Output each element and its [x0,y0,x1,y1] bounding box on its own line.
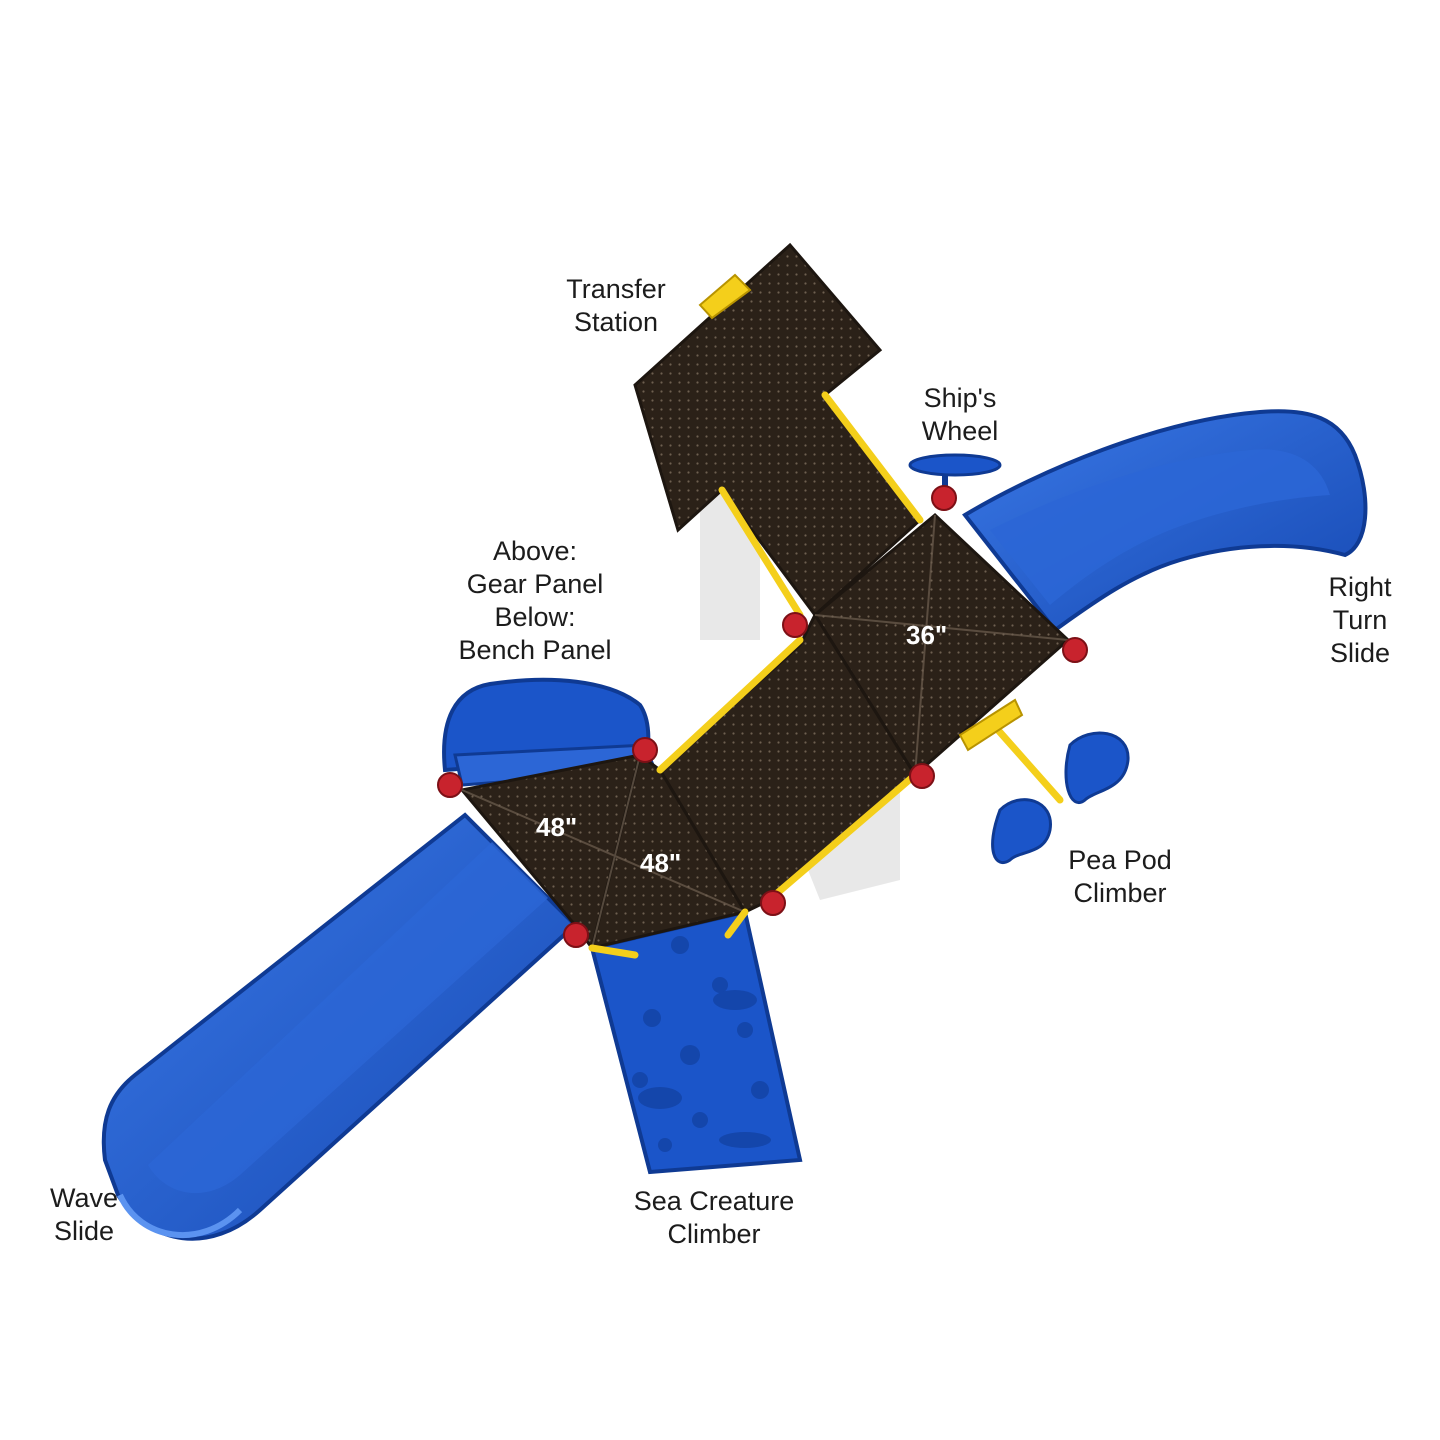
yellow-railings [588,391,924,959]
deck-markings [461,514,1069,949]
pea-pod-climber [991,726,1130,864]
deck-platforms [459,242,1071,952]
label-pea-pod-climber: Pea Pod Climber [1068,845,1172,908]
transfer-step-icon [698,273,752,320]
transfer-station [698,273,752,320]
label-transfer-station: Transfer Station [566,274,666,337]
label-wave-slide: Wave Slide [49,1183,118,1246]
upper-deck [633,242,923,618]
label-sea-creature-climber: Sea Creature Climber [633,1186,795,1249]
label-gear-bench-panel: Above: Gear Panel Below: Bench Panel [458,536,612,665]
post-caps [437,485,1088,948]
label-right-turn-slide: Right Turn Slide [1328,572,1392,668]
wave-slide [101,812,578,1241]
label-ships-wheel: Ship's Wheel [921,383,999,446]
right-turn-slide [962,409,1368,633]
center-step [958,698,1024,752]
deck-height-center: 36" [906,620,948,650]
deck-height-left-upper: 48" [536,812,578,842]
gear-bench-panel [442,677,658,787]
sea-creature-climber [589,909,803,1175]
deck-height-left-lower: 48" [640,848,682,878]
